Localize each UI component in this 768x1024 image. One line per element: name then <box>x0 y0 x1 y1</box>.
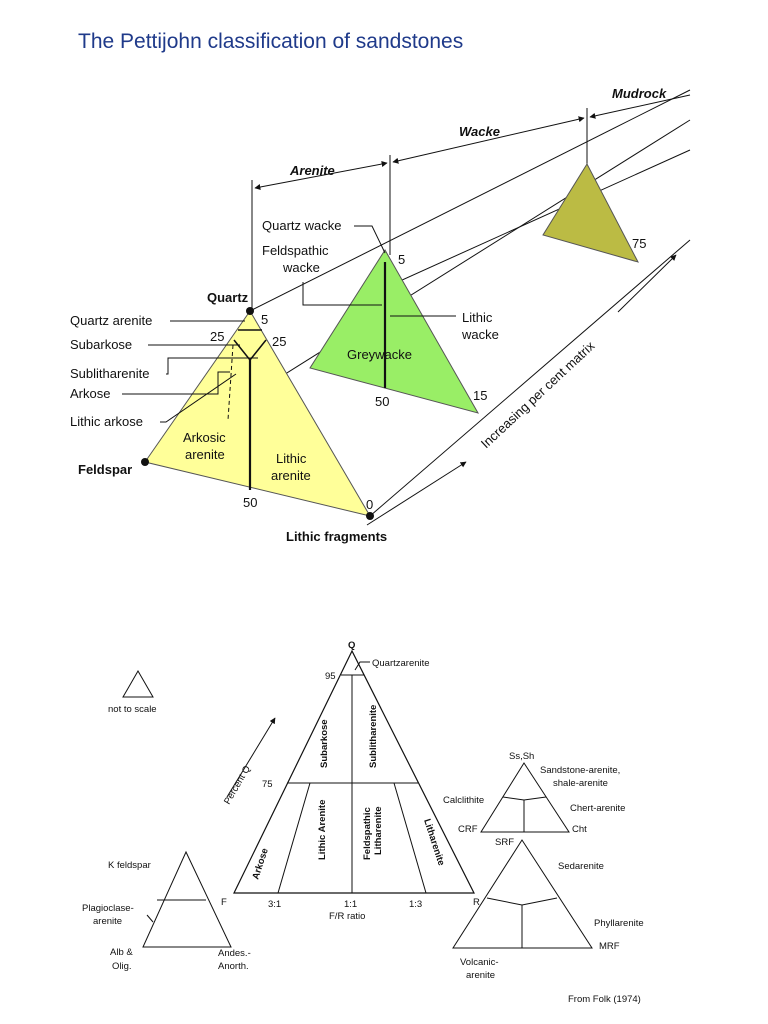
metamorphic-subtriangle <box>452 839 593 949</box>
mudrock-label: Mudrock <box>612 86 667 101</box>
subarkose-label: Subarkose <box>70 337 132 352</box>
arenite-5: 5 <box>261 312 268 327</box>
arkosic-arenite-2: arenite <box>185 447 225 462</box>
quartzarenite-label: Quartzarenite <box>372 658 430 669</box>
feldspar-label: Feldspar <box>78 462 132 477</box>
lithic-arkose-label: Lithic arkose <box>70 414 143 429</box>
lithic-arenite-1: Lithic <box>276 451 307 466</box>
f-label: F <box>221 897 227 908</box>
calclithite-label: Calclithite <box>443 795 484 806</box>
not-to-scale-icon <box>122 669 154 698</box>
feldspar-subtriangle <box>142 850 232 948</box>
quartz-wacke-leader <box>354 225 386 254</box>
not-to-scale-label: not to scale <box>108 704 157 715</box>
andes-anorth-2: Anorth. <box>218 961 249 972</box>
feldspathic-litharenite-1: Feldspathic <box>362 807 373 860</box>
q-label: Q <box>348 640 355 651</box>
q95-label: 95 <box>325 671 336 682</box>
q75-label: 75 <box>262 779 273 790</box>
feldspathic-litharenite-2: Litharenite <box>373 806 384 855</box>
matrix-arrow-label: Increasing per cent matrix <box>478 338 598 451</box>
quartz-vertex-dot <box>246 307 254 315</box>
wacke-15: 15 <box>473 388 487 403</box>
arkose-label: Arkose <box>70 386 110 401</box>
srf-label: SRF <box>495 837 514 848</box>
feldspathic-wacke-2: wacke <box>282 260 320 275</box>
category-brackets <box>251 94 691 312</box>
percent-q-arrow <box>226 717 276 798</box>
chert-arenite-label: Chert-arenite <box>570 803 625 814</box>
arkose-leader <box>122 371 230 395</box>
feldspathic-wacke-leader <box>302 282 382 306</box>
arenite-label: Arenite <box>289 163 335 178</box>
greywacke-label: Greywacke <box>347 347 412 362</box>
fr-ratio-label: F/R ratio <box>329 911 365 922</box>
quartz-arenite-label: Quartz arenite <box>70 313 152 328</box>
sandstone-arenite-2: shale-arenite <box>553 778 608 789</box>
page-title: The Pettijohn classification of sandston… <box>78 30 463 53</box>
sedarenite-label: Sedarenite <box>558 861 604 872</box>
percent-q-label: Percent Q <box>222 764 253 807</box>
feldspar-vertex-dot <box>141 458 149 466</box>
arenite-50: 50 <box>243 495 257 510</box>
arenite-0: 0 <box>366 497 373 512</box>
wacke-label: Wacke <box>459 124 500 139</box>
ratio-1-1: 1:1 <box>344 899 357 910</box>
cht-label: Cht <box>572 824 587 835</box>
quartz-label: Quartz <box>207 290 249 305</box>
sublitharenite-leader <box>166 357 258 375</box>
r-label: R <box>473 897 480 908</box>
wacke-50: 50 <box>375 394 389 409</box>
lithic-arenite-2: arenite <box>271 468 311 483</box>
phyllarenite-label: Phyllarenite <box>594 918 644 929</box>
ratio-3-1: 3:1 <box>268 899 281 910</box>
alb-olig-1: Alb & <box>110 947 133 958</box>
matrix-arrow-lower <box>366 461 467 526</box>
mudrock-triangle <box>542 162 639 263</box>
lithic-wacke-2: wacke <box>461 327 499 342</box>
sedimentary-subtriangle <box>480 762 570 833</box>
ratio-1-3: 1:3 <box>409 899 422 910</box>
sublitharenite-label: Sublitharenite <box>70 366 150 381</box>
lithic-arenite-field: Lithic Arenite <box>317 800 328 860</box>
quartzarenite-leader <box>354 661 370 671</box>
quartz-wacke-label: Quartz wacke <box>262 218 341 233</box>
subarkose-field: Subarkose <box>319 719 330 768</box>
arenite-fork <box>233 339 267 362</box>
volcanic-arenite-1: Volcanic- <box>460 957 499 968</box>
lithic-fragments-label: Lithic fragments <box>286 529 387 544</box>
plag-arenite-1: Plagioclase- <box>82 903 134 914</box>
wacke-triangle <box>309 249 480 414</box>
lithic-arkose-leader <box>160 373 237 423</box>
plag-arenite-2: arenite <box>93 916 122 927</box>
lithic-wacke-1: Lithic <box>462 310 493 325</box>
andes-anorth-1: Andes.- <box>218 948 251 959</box>
arenite-25-left: 25 <box>210 329 224 344</box>
sublitharenite-field: Sublitharenite <box>368 705 379 768</box>
credit-label: From Folk (1974) <box>568 994 641 1005</box>
arkose-dashed <box>227 344 234 421</box>
matrix-arrow-upper <box>617 254 677 313</box>
arkosic-arenite-1: Arkosic <box>183 430 226 445</box>
mudrock-75: 75 <box>632 236 646 251</box>
crf-label: CRF <box>458 824 478 835</box>
mrf-label: MRF <box>599 941 620 952</box>
litharenite-field: Litharenite <box>421 818 446 868</box>
main-qfr-triangle <box>233 649 475 894</box>
alb-olig-2: Olig. <box>112 961 132 972</box>
sandstone-arenite-1: Sandstone-arenite, <box>540 765 620 776</box>
wacke-5: 5 <box>398 252 405 267</box>
lithic-vertex-dot <box>366 512 374 520</box>
k-feldspar-label: K feldspar <box>108 860 151 871</box>
arenite-triangle <box>144 310 372 517</box>
arenite-25-right: 25 <box>272 334 286 349</box>
feldspathic-wacke-1: Feldspathic <box>262 243 329 258</box>
ss-sh-label: Ss,Sh <box>509 751 534 762</box>
volcanic-arenite-2: arenite <box>466 970 495 981</box>
